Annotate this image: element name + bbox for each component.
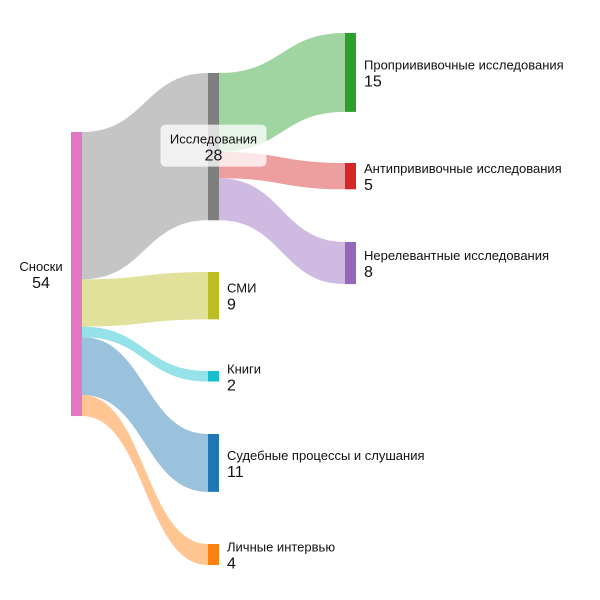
- link-sources-research: [82, 73, 208, 280]
- links-layer: [82, 33, 345, 566]
- link-sources-books: [82, 326, 208, 382]
- link-sources-interviews: [82, 395, 208, 566]
- node-label-anti: Антипрививочные исследования: [364, 161, 562, 176]
- node-value-irrelevant: 8: [364, 264, 373, 281]
- node-value-research: 28: [205, 148, 223, 165]
- node-label-interviews: Личные интервью: [227, 540, 335, 555]
- node-pro: [345, 33, 356, 112]
- node-court: [208, 434, 219, 492]
- link-sources-media: [82, 272, 208, 327]
- labels-layer: Сноски54Исследования28СМИ9Книги2Судебные…: [19, 57, 563, 572]
- node-value-pro: 15: [364, 73, 382, 90]
- node-value-court: 11: [227, 464, 244, 481]
- node-irrelevant: [345, 242, 356, 285]
- node-media: [208, 272, 219, 320]
- link-sources-court: [82, 337, 208, 492]
- node-value-media: 9: [227, 297, 236, 314]
- node-interviews: [208, 544, 219, 566]
- node-label-media: СМИ: [227, 281, 256, 296]
- node-value-sources: 54: [32, 275, 50, 292]
- link-research-pro: [219, 33, 345, 152]
- node-anti: [345, 163, 356, 190]
- node-label-court: Судебные процессы и слушания: [227, 448, 425, 463]
- node-value-books: 2: [227, 377, 236, 394]
- node-books: [208, 371, 219, 382]
- node-sources: [71, 132, 82, 417]
- label-background-research: [160, 124, 267, 167]
- node-value-interviews: 4: [227, 556, 236, 573]
- node-label-research: Исследования: [170, 132, 257, 147]
- node-label-sources: Сноски: [19, 259, 62, 274]
- node-label-pro: Проприививочные исследования: [364, 57, 564, 72]
- node-label-irrelevant: Нерелевантные исследования: [364, 248, 549, 263]
- link-research-irrelevant: [219, 178, 345, 285]
- node-label-books: Книги: [227, 361, 261, 376]
- node-value-anti: 5: [364, 177, 373, 194]
